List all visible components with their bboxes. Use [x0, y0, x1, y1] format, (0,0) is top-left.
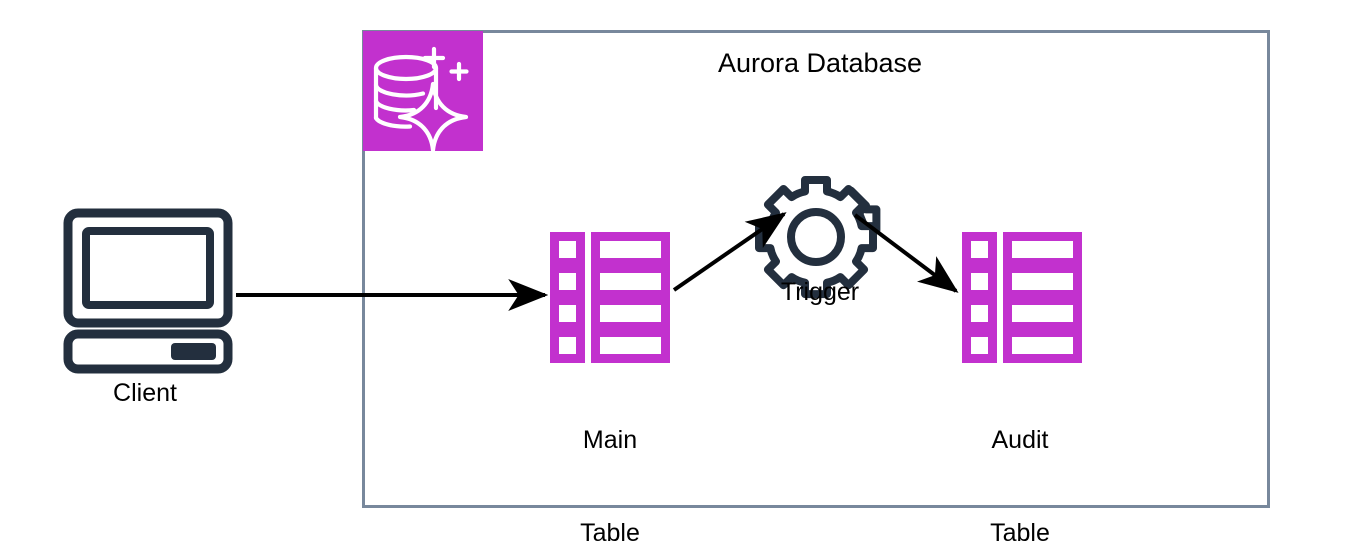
client-node-label: Client	[113, 379, 177, 407]
main-table-node-label: Main Table	[515, 363, 705, 552]
main-table-icon	[550, 232, 670, 363]
aurora-database-title: Aurora Database	[717, 48, 923, 78]
main-table-label-line1: Main	[582, 426, 638, 454]
connector-main-table-to-trigger	[672, 212, 787, 292]
trigger-node-label: Trigger	[780, 278, 860, 306]
sparkle-large-icon	[397, 81, 469, 151]
main-table-label-line2: Table	[580, 519, 640, 547]
connector-trigger-to-audit-table	[853, 213, 959, 293]
audit-table-label-line2: Table	[990, 519, 1050, 547]
sparkle-plus-icons	[422, 46, 469, 82]
desktop-computer-icon	[63, 208, 233, 374]
aurora-database-icon	[363, 31, 483, 151]
audit-table-node-label: Audit Table	[925, 363, 1115, 552]
audit-table-icon	[962, 232, 1082, 363]
audit-table-label-line1: Audit	[991, 426, 1049, 454]
